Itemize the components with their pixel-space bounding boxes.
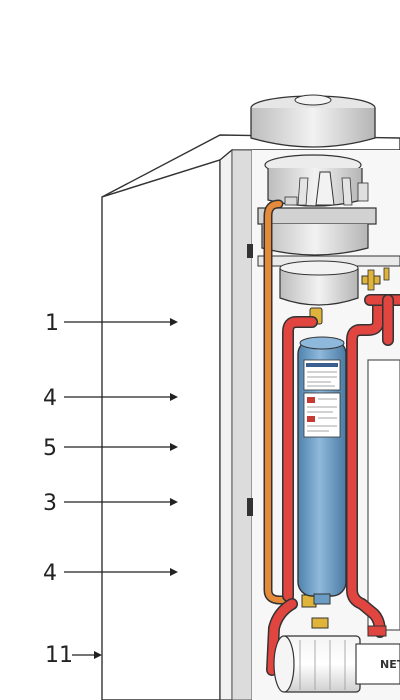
callout-1-label: 1 [45, 311, 59, 336]
bottom-heat-exchanger: NET [273, 625, 400, 693]
right-internal-panel [367, 359, 400, 631]
callout-4-label: 3 [43, 491, 57, 516]
mount-bracket-lower [247, 498, 253, 516]
cabinet-side-panel [219, 148, 233, 700]
callout-5: 4 [43, 561, 178, 586]
callout-6: 11 [45, 643, 102, 668]
cabinet-inner-wall [231, 149, 253, 700]
expansion-tank [297, 336, 347, 605]
callout-2-label: 4 [43, 386, 57, 411]
mount-bracket-upper [247, 244, 253, 258]
callout-2: 4 [43, 386, 178, 411]
burner-fin [315, 171, 335, 206]
callout-3-label: 5 [43, 436, 57, 461]
callouts: 1 4 5 3 4 11 [43, 311, 178, 668]
flue-cap-knob [294, 94, 332, 106]
callout-6-label: 11 [45, 643, 73, 668]
callout-4: 3 [43, 491, 178, 516]
tank-sticker-lower [303, 392, 341, 438]
cabinet-left-face [101, 159, 221, 700]
callout-5-label: 4 [43, 561, 57, 586]
flue-collar [250, 94, 376, 176]
callout-3: 5 [43, 436, 178, 461]
burner-assembly [257, 168, 400, 306]
red-piping [266, 294, 400, 676]
callout-1: 1 [45, 311, 178, 336]
bottom-component-label: NET [380, 658, 400, 671]
